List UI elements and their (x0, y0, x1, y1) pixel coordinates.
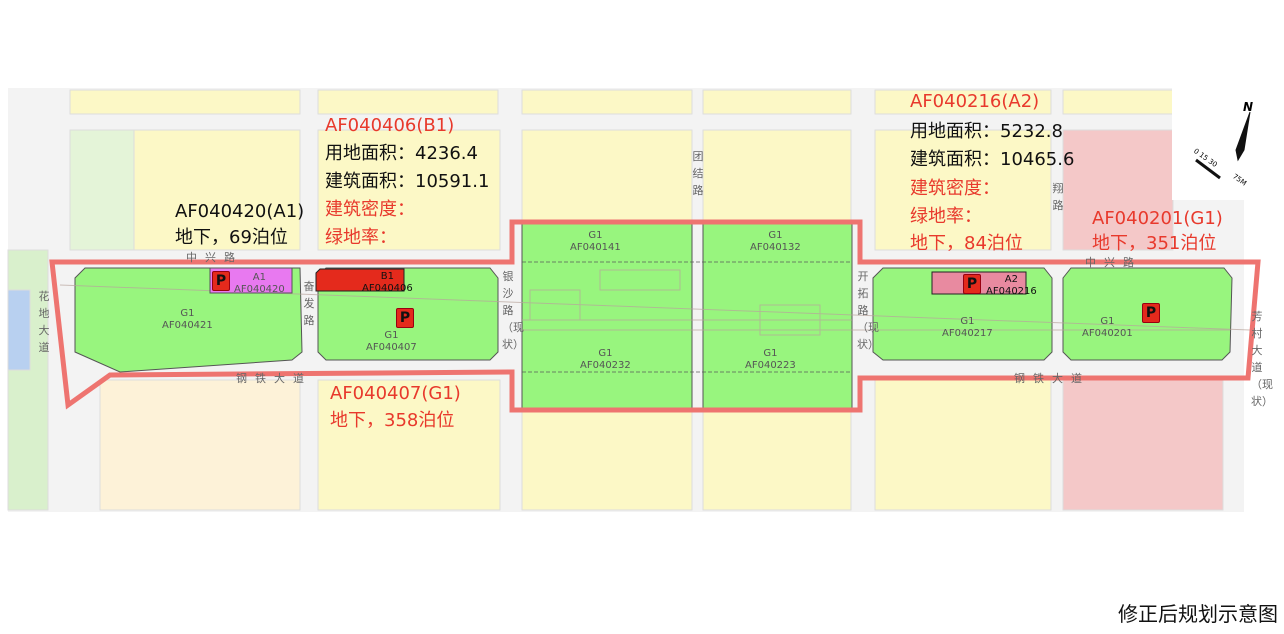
road-zhongxing-east: 中兴路 (1085, 256, 1142, 269)
road-fenfa: 奋发路 (303, 280, 315, 327)
road-tuanjie: 团结路 (692, 150, 704, 197)
af040216-density: 建筑密度： (910, 178, 1000, 199)
plan-boundary (49, 219, 1261, 413)
af040216-land-area: 用地面积：5232.8 (910, 121, 1063, 142)
north-arrow-icon (1195, 111, 1251, 180)
af040407-parking: 地下，358泊位 (330, 410, 455, 431)
map-caption: 修正后规划示意图 (1118, 602, 1278, 626)
road-kaituo: 开拓路（现状） (857, 270, 879, 351)
af040201-title: AF040201(G1) (1092, 208, 1223, 229)
af040406-floor-area: 建筑面积：10591.1 (325, 171, 490, 192)
af040406-green-rate: 绿地率： (325, 227, 397, 248)
af040201-parking: 地下，351泊位 (1092, 233, 1217, 254)
af040216-title: AF040216(A2) (910, 91, 1040, 112)
af040420-parking: 地下，69泊位 (175, 227, 288, 248)
parcel-b1 (315, 268, 405, 292)
af040406-title: AF040406(B1) (325, 115, 455, 136)
road-zhongxing-west: 中兴路 (186, 251, 243, 264)
parking-icon: P (212, 271, 230, 291)
af040216-parking: 地下，84泊位 (910, 233, 1023, 254)
af040216-floor-area: 建筑面积：10465.6 (910, 149, 1075, 170)
road-yinsha: 银沙路（现状） (502, 270, 524, 351)
north-label: N (1243, 100, 1254, 114)
af040406-land-area: 用地面积：4236.4 (325, 143, 478, 164)
road-fangcun: 芳村大道（现状） (1251, 310, 1273, 408)
road-gangtie-east: 钢铁大道 (1014, 372, 1090, 385)
road-huadi: 花地大道 (38, 290, 50, 354)
parking-icon: P (963, 274, 981, 294)
land-blocks (7, 89, 1224, 511)
road-xiang: 翔路 (1052, 182, 1064, 212)
af040406-density: 建筑密度： (325, 199, 415, 220)
road-gangtie-west: 钢铁大道 (236, 372, 312, 385)
af040407-title: AF040407(G1) (330, 383, 461, 404)
af040216-green-rate: 绿地率： (910, 206, 982, 227)
parking-icon: P (1142, 303, 1160, 323)
parking-icon: P (396, 308, 414, 328)
af040420-title: AF040420(A1) (175, 201, 305, 222)
